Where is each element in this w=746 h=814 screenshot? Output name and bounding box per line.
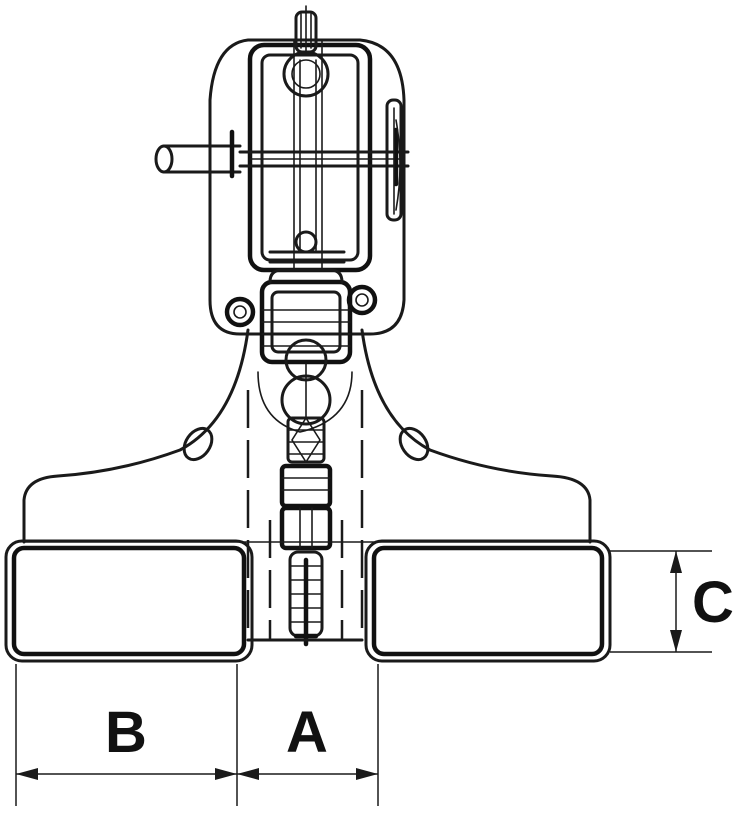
side-latch — [385, 98, 403, 222]
dimension-label-a: A — [286, 700, 328, 765]
housing-lower-pin — [268, 230, 346, 264]
clamp-body — [22, 328, 592, 640]
dimension-label-b: B — [105, 700, 147, 765]
dimension-label-c: C — [692, 570, 734, 635]
central-spindle — [279, 363, 333, 647]
top-eyelet — [282, 5, 330, 98]
right-jaw-pad — [364, 539, 612, 663]
left-jaw-pad — [4, 539, 254, 663]
operating-handle — [154, 127, 410, 187]
upper-housing — [208, 38, 406, 336]
dimension-lines — [15, 550, 712, 806]
